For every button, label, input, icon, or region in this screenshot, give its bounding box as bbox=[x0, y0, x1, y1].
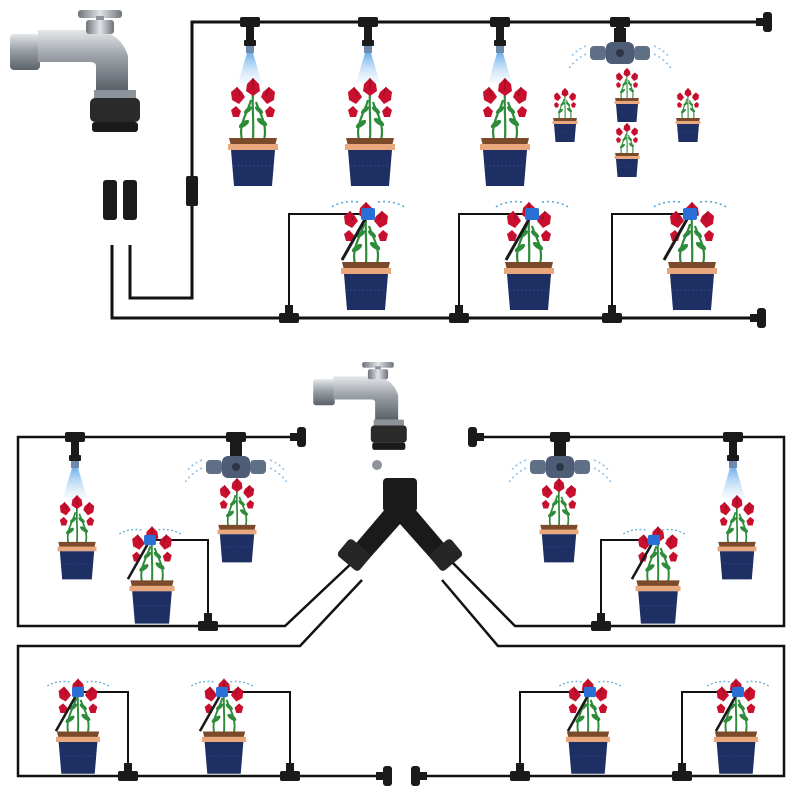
tee-connector bbox=[602, 305, 622, 323]
bottom-right-outer-loop bbox=[449, 435, 786, 628]
end-plug-icon bbox=[411, 766, 427, 786]
mist-nozzle-icon bbox=[356, 27, 380, 83]
four-way-sprinkler-icon bbox=[183, 441, 289, 485]
flower-pot-icon bbox=[538, 477, 580, 564]
end-plug-icon bbox=[376, 766, 392, 786]
top-tubing-lower bbox=[110, 245, 750, 320]
bottom-left-outer-loop bbox=[16, 435, 356, 628]
mist-nozzle-icon bbox=[238, 27, 262, 83]
end-plug-icon bbox=[468, 427, 484, 447]
end-plug-icon bbox=[290, 427, 306, 447]
tee-connector bbox=[672, 763, 692, 781]
faucet-icon bbox=[10, 10, 140, 132]
flower-pot-icon bbox=[56, 494, 98, 581]
flower-pot-icon bbox=[343, 76, 397, 188]
top-tubing-upper bbox=[128, 20, 757, 300]
faucet-adapter-outlets bbox=[103, 180, 137, 220]
four-way-sprinkler-icon bbox=[507, 441, 613, 485]
end-plug-icon bbox=[750, 308, 766, 328]
bottom-right-lower-loop bbox=[425, 579, 786, 778]
top-drip-feed-lines bbox=[288, 213, 690, 318]
bottom-system bbox=[16, 362, 786, 786]
faucet-icon bbox=[313, 362, 407, 450]
tee-connector bbox=[198, 613, 218, 631]
drip-arrow-icon bbox=[328, 200, 408, 262]
flower-pot-icon bbox=[613, 122, 641, 178]
tee-connector bbox=[591, 613, 611, 631]
y-splitter-icon bbox=[337, 460, 463, 571]
mist-nozzle-icon bbox=[488, 27, 512, 83]
bottom-drip-feed-lines bbox=[78, 539, 738, 776]
drip-arrow-icon bbox=[704, 680, 772, 733]
top-system bbox=[10, 10, 772, 328]
inline-connector bbox=[186, 176, 198, 206]
mist-nozzle-icon bbox=[721, 442, 745, 498]
tee-connector bbox=[280, 763, 300, 781]
tee-connector bbox=[510, 763, 530, 781]
mist-nozzle-icon bbox=[63, 442, 87, 498]
tee-connector bbox=[118, 763, 138, 781]
flower-pot-icon bbox=[716, 494, 758, 581]
tee-connector bbox=[449, 305, 469, 323]
flower-pot-icon bbox=[674, 87, 702, 143]
flower-pot-icon bbox=[613, 67, 641, 123]
bottom-left-lower-loop bbox=[16, 579, 378, 778]
flower-pot-icon bbox=[551, 87, 579, 143]
flower-pot-icon bbox=[226, 76, 280, 188]
four-way-sprinkler-icon bbox=[567, 27, 673, 71]
end-plug-icon bbox=[756, 12, 772, 32]
tee-connector bbox=[279, 305, 299, 323]
flower-pot-icon bbox=[478, 76, 532, 188]
flower-pot-icon bbox=[216, 477, 258, 564]
drip-arrow-icon bbox=[556, 680, 624, 733]
